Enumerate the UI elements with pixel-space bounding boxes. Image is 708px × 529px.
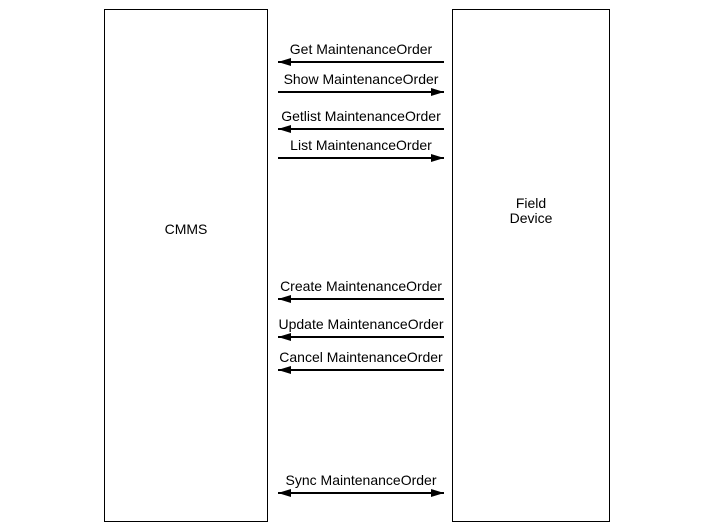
message-arrow bbox=[278, 125, 444, 133]
message-arrow bbox=[278, 295, 444, 303]
message-label: Show MaintenanceOrder bbox=[283, 71, 439, 87]
message-create: Create MaintenanceOrder bbox=[278, 278, 444, 308]
message-getlist: Getlist MaintenanceOrder bbox=[278, 108, 444, 138]
message-list: List MaintenanceOrder bbox=[278, 137, 444, 167]
message-show: Show MaintenanceOrder bbox=[278, 71, 444, 101]
message-arrow bbox=[278, 88, 444, 96]
actor-box-field-device: Field Device bbox=[452, 9, 610, 522]
actor-label-line: CMMS bbox=[164, 221, 208, 237]
actor-label-field-device: Field Device bbox=[453, 196, 609, 226]
message-sync: Sync MaintenanceOrder bbox=[278, 472, 444, 502]
message-label: Create MaintenanceOrder bbox=[280, 278, 442, 294]
message-arrow bbox=[278, 154, 444, 162]
actor-label-line: Field bbox=[515, 195, 547, 211]
actor-box-cmms: CMMS bbox=[104, 9, 268, 522]
message-arrow bbox=[278, 58, 444, 66]
message-update: Update MaintenanceOrder bbox=[278, 316, 444, 346]
message-lane: Get MaintenanceOrder Show MaintenanceOrd… bbox=[278, 0, 444, 529]
message-label: Get MaintenanceOrder bbox=[289, 41, 433, 57]
message-label: List MaintenanceOrder bbox=[290, 137, 432, 153]
message-cancel: Cancel MaintenanceOrder bbox=[278, 349, 444, 379]
message-label: Cancel MaintenanceOrder bbox=[279, 349, 443, 365]
message-label: Getlist MaintenanceOrder bbox=[281, 108, 441, 124]
message-arrow bbox=[278, 489, 444, 497]
actor-label-line: Device bbox=[509, 210, 553, 226]
message-label: Update MaintenanceOrder bbox=[278, 316, 444, 332]
message-label: Sync MaintenanceOrder bbox=[285, 472, 437, 488]
message-arrow bbox=[278, 333, 444, 341]
message-get: Get MaintenanceOrder bbox=[278, 41, 444, 71]
actor-label-cmms: CMMS bbox=[105, 222, 267, 237]
message-arrow bbox=[278, 366, 444, 374]
